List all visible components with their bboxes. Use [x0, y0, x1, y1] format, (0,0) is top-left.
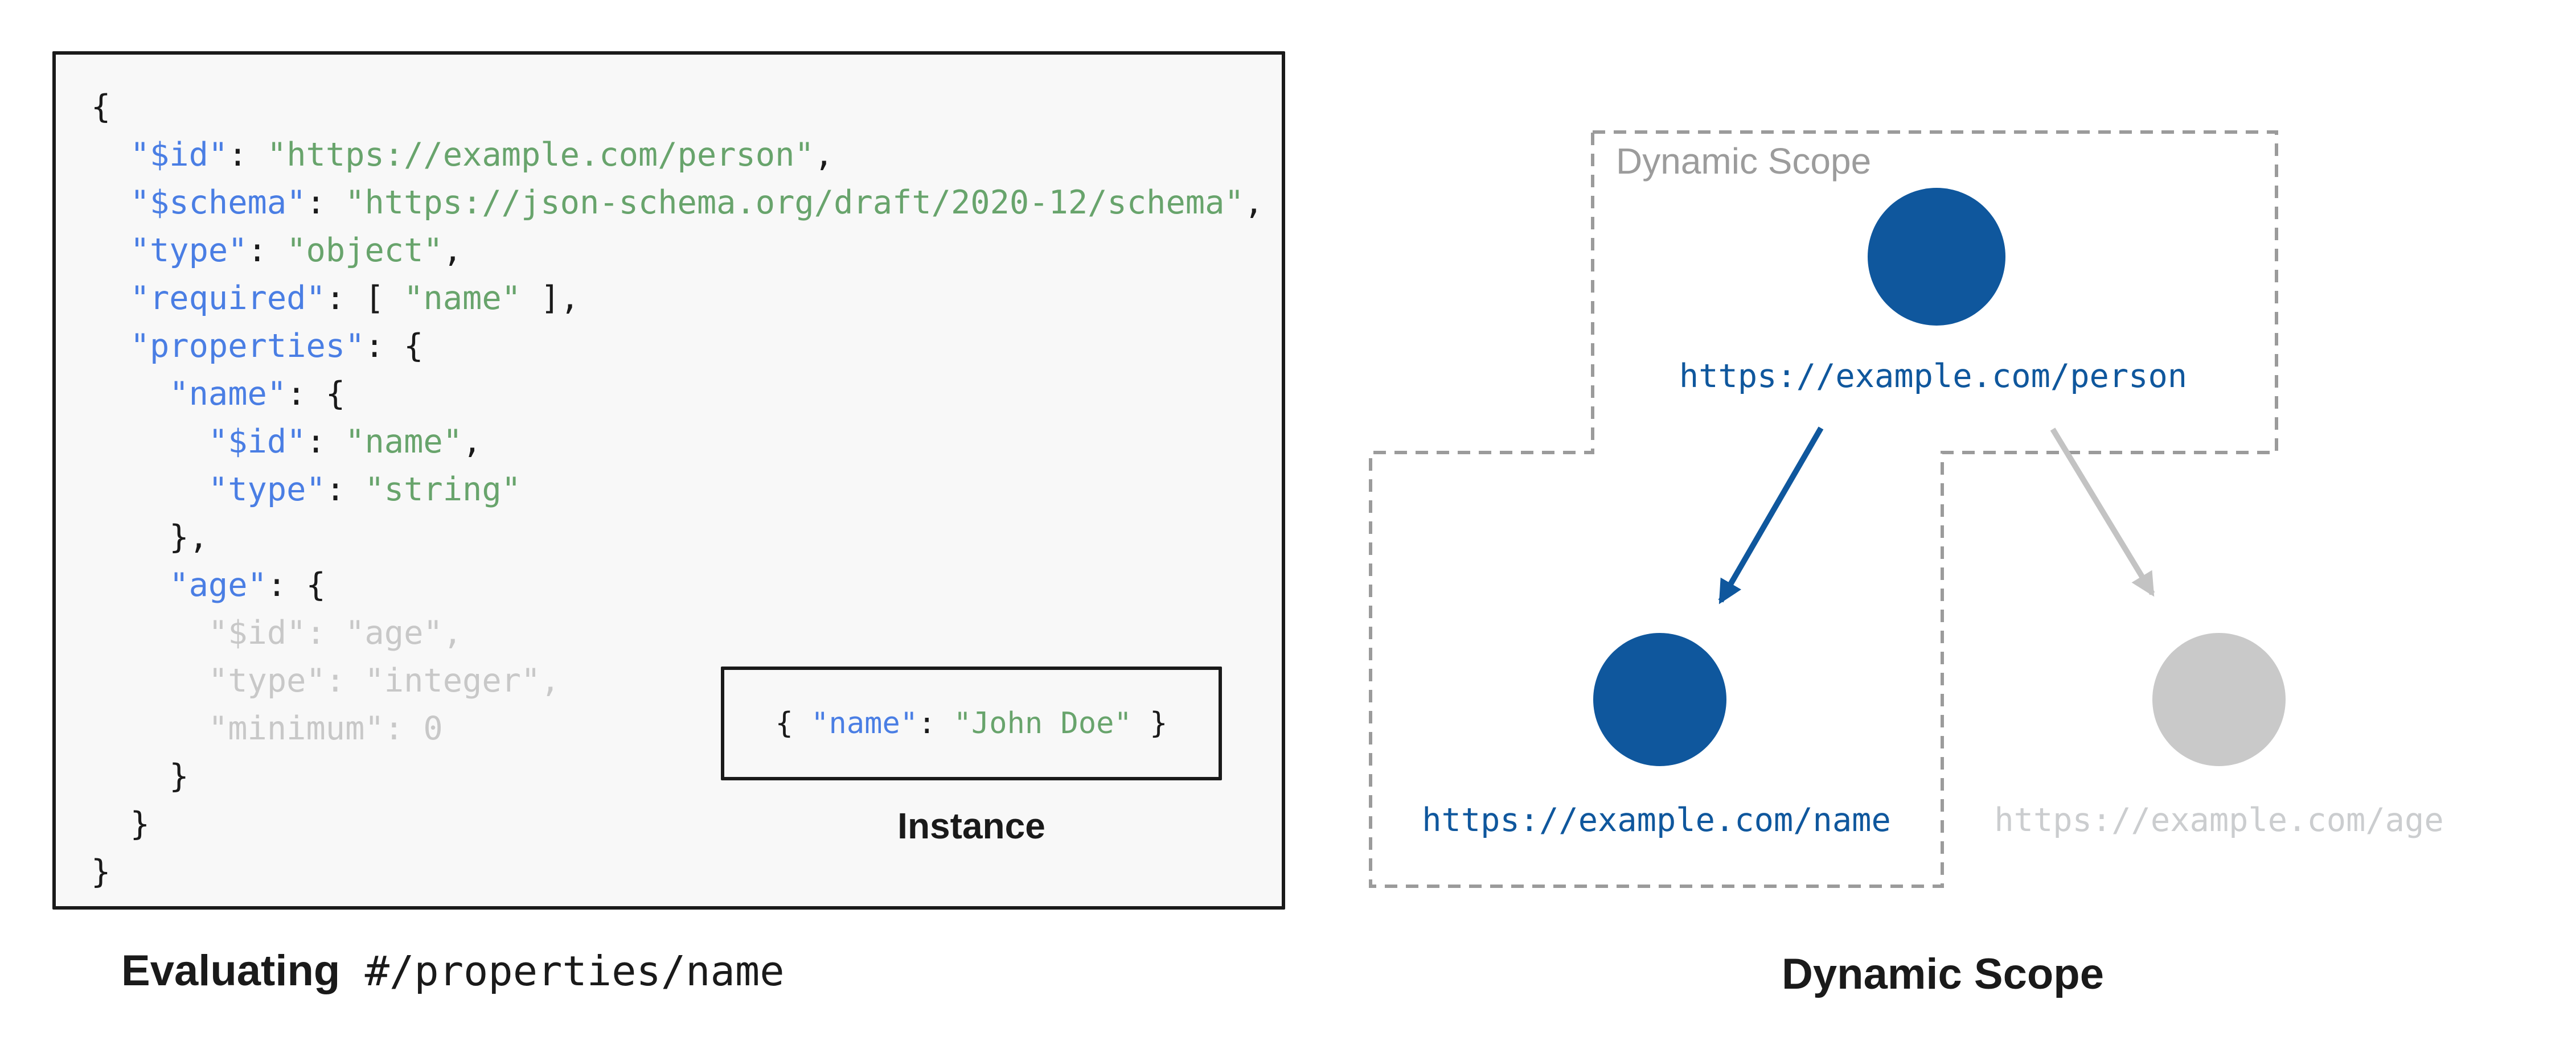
code-line: "name": {	[91, 370, 1270, 418]
code-token-plain: }	[91, 853, 111, 891]
code-token-plain: : {	[266, 566, 326, 604]
code-line: "$schema": "https://json-schema.org/draf…	[91, 179, 1270, 227]
code-line: {	[91, 83, 1270, 131]
code-token-str: "object"	[286, 232, 443, 269]
schema-code: { "$id": "https://example.com/person", "…	[91, 83, 1270, 896]
code-line: "required": [ "name" ],	[91, 274, 1270, 322]
code-token-plain: },	[91, 519, 208, 556]
code-line: "type": "string"	[91, 466, 1270, 513]
code-token-key: "properties"	[130, 327, 365, 365]
code-token-plain: }	[91, 758, 189, 795]
instance-label: Instance	[897, 805, 1045, 846]
person-node-circle	[1868, 188, 2005, 326]
instance-box: { "name": "John Doe" }	[721, 667, 1222, 780]
code-line: "type": "integer",	[91, 657, 1270, 705]
code-line: "type": "object",	[91, 227, 1270, 274]
code-token-key: "name"	[169, 375, 287, 413]
code-token-dim: "type": "integer",	[91, 662, 560, 700]
code-line: "$id": "age",	[91, 609, 1270, 657]
left-caption: Evaluating #/properties/name	[121, 946, 1260, 996]
code-token-str: "https://example.com/person"	[266, 136, 814, 174]
left-caption-word: Evaluating	[121, 947, 341, 995]
code-token-key: "required"	[130, 279, 326, 317]
code-token-plain: :	[247, 232, 287, 269]
code-token-key: "name"	[811, 706, 918, 741]
code-line: "properties": {	[91, 322, 1270, 370]
code-token-plain: :	[325, 471, 365, 508]
code-token-plain: ,	[442, 232, 463, 269]
code-line: "$id": "https://example.com/person",	[91, 131, 1270, 179]
code-token-str: "name"	[345, 423, 463, 460]
code-token-plain: ,	[462, 423, 482, 460]
code-token-plain: :	[918, 706, 954, 741]
code-line: "$id": "name",	[91, 418, 1270, 466]
code-token-str: "name"	[404, 279, 521, 317]
code-line: "age": {	[91, 561, 1270, 609]
code-token-str: "John Doe"	[953, 706, 1132, 741]
code-token-plain: {	[91, 88, 111, 126]
code-token-plain: : {	[286, 375, 346, 413]
code-token-str: "string"	[364, 471, 521, 508]
code-token-key: "$schema"	[130, 184, 306, 221]
code-token-key: "$id"	[130, 136, 228, 174]
code-token-key: "age"	[169, 566, 267, 604]
edge-person-to-name	[1718, 426, 1824, 604]
code-token-key: "type"	[208, 471, 326, 508]
code-line: "minimum": 0	[91, 705, 1270, 752]
code-token-dim: "$id": "age",	[91, 614, 463, 652]
code-token-plain: ,	[1244, 184, 1264, 221]
left-caption-pointer: #/properties/name	[340, 947, 785, 995]
code-token-str: "https://json-schema.org/draft/2020-12/s…	[345, 184, 1244, 221]
code-line: }	[91, 848, 1270, 896]
right-caption: Dynamic Scope	[1782, 950, 2104, 998]
code-token-plain: ],	[521, 279, 580, 317]
code-token-plain: ,	[814, 136, 834, 174]
age-node-url: https://example.com/age	[1994, 801, 2444, 839]
code-token-plain: :	[306, 423, 346, 460]
code-token-plain: }	[1131, 706, 1168, 741]
age-node-circle	[2152, 633, 2286, 766]
code-line: },	[91, 513, 1270, 561]
dynamic-scope-boundary	[1369, 130, 2278, 888]
code-token-dim: "minimum": 0	[91, 710, 443, 747]
code-token-plain: :	[228, 136, 267, 174]
name-node-url: https://example.com/name	[1422, 801, 1891, 839]
edge-person-to-age	[2050, 427, 2155, 597]
code-line: }	[91, 800, 1270, 848]
code-token-plain: {	[775, 706, 811, 741]
name-node-circle	[1593, 633, 1726, 766]
code-token-key: "$id"	[208, 423, 306, 460]
code-token-key: "type"	[130, 232, 248, 269]
dynamic-scope-region-label: Dynamic Scope	[1616, 141, 1872, 182]
code-token-plain: }	[91, 805, 150, 843]
code-token-plain: :	[306, 184, 346, 221]
code-token-plain: : {	[364, 327, 424, 365]
code-line: }	[91, 752, 1270, 800]
code-token-plain: : [	[325, 279, 404, 317]
schema-code-panel: { "$id": "https://example.com/person", "…	[52, 51, 1285, 910]
instance-code: { "name": "John Doe" }	[776, 706, 1168, 741]
person-node-url: https://example.com/person	[1679, 357, 2188, 395]
